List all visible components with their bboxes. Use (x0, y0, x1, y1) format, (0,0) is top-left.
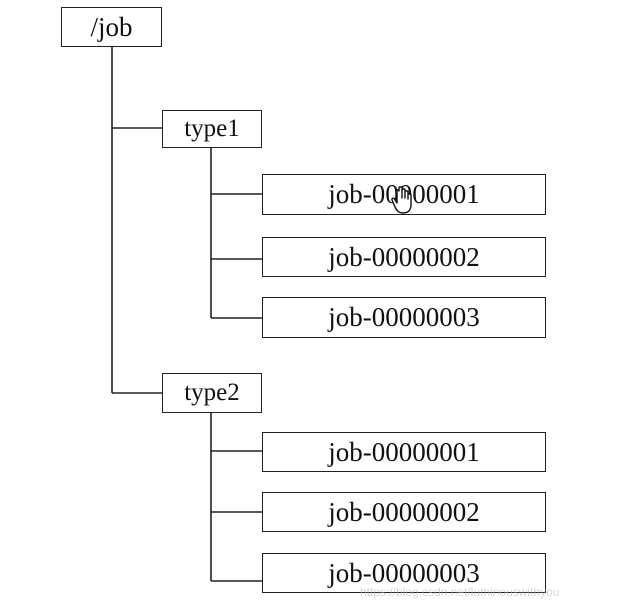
type2-job-node-2: job-00000002 (262, 492, 546, 532)
type1-job-node-2: job-00000002 (262, 237, 546, 277)
type1-node: type1 (162, 110, 262, 148)
type2-job-node-3: job-00000003 (262, 553, 546, 593)
type2-node: type2 (162, 373, 262, 413)
type2-job-node-1: job-00000001 (262, 432, 546, 472)
type1-job-node-3: job-00000003 (262, 297, 546, 338)
hand-pointer-icon (391, 186, 412, 214)
watermark-text: https://blog.csdn.net/luminouswithyou (360, 585, 560, 599)
root-node: /job (61, 7, 162, 47)
